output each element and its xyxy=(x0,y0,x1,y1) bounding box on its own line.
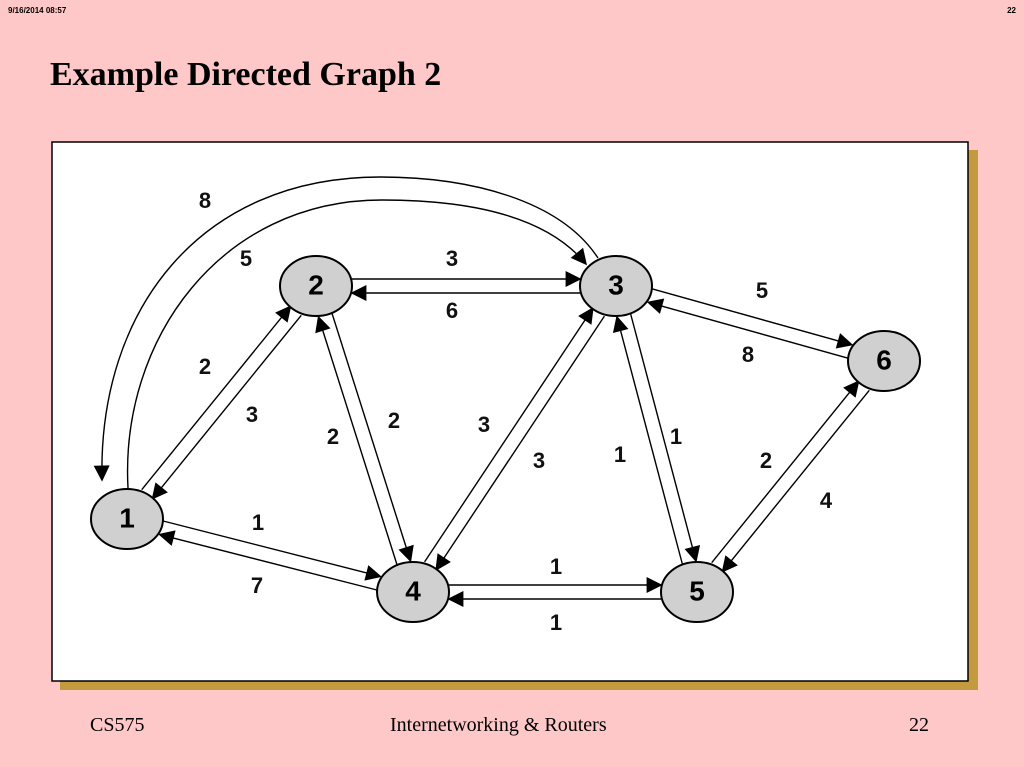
weight-label-3-to-1: 8 xyxy=(199,188,211,213)
weight-label-2-to-1: 3 xyxy=(246,402,258,427)
node-3-circle xyxy=(579,255,653,317)
weight-label-6-to-3: 8 xyxy=(742,342,754,367)
edge-5-to-6 xyxy=(711,380,860,564)
node-4-label: 4 xyxy=(405,575,421,606)
figure-frame xyxy=(51,141,969,682)
weight-label-5-to-4: 1 xyxy=(550,610,562,635)
edge-1-to-2 xyxy=(141,305,292,491)
node-1-circle xyxy=(90,488,164,550)
edge-3-to-6 xyxy=(651,288,854,349)
weight-label-1-to-4: 1 xyxy=(252,510,264,535)
node-5: 5 xyxy=(660,561,734,623)
slide-title: Example Directed Graph 2 xyxy=(50,56,442,93)
weight-label-4-to-3: 3 xyxy=(533,448,545,473)
edge-1-to-3 xyxy=(126,199,588,489)
footer-topic: Internetworking & Routers xyxy=(390,714,607,736)
edge-4-to-1 xyxy=(158,530,378,591)
weight-label-6-to-5: 4 xyxy=(820,488,833,513)
weight-label-2-to-3: 3 xyxy=(446,246,458,271)
footer-slide-number: 22 xyxy=(909,714,929,736)
node-6: 6 xyxy=(847,330,921,392)
edge-3-to-5 xyxy=(629,313,701,563)
weight-label-1-to-3: 5 xyxy=(240,246,252,271)
node-4-circle xyxy=(376,561,450,623)
header-date: 9/16/2014 08:57 xyxy=(8,6,67,15)
weight-label-4-to-2: 2 xyxy=(327,424,339,449)
header-page-number: 22 xyxy=(1007,6,1016,15)
edge-6-to-5 xyxy=(721,389,870,573)
weight-label-3-to-2: 6 xyxy=(446,298,458,323)
edge-2-to-1 xyxy=(151,314,302,500)
node-1-label: 1 xyxy=(119,502,135,533)
node-6-circle xyxy=(847,330,921,392)
node-2-label: 2 xyxy=(308,269,324,300)
node-4: 4 xyxy=(376,561,450,623)
node-6-label: 6 xyxy=(876,344,892,375)
node-2-circle xyxy=(279,255,353,317)
node-5-label: 5 xyxy=(689,575,705,606)
edge-6-to-3 xyxy=(646,298,849,359)
footer-course: CS575 xyxy=(90,714,145,736)
weight-label-1-to-2: 2 xyxy=(199,354,211,379)
weight-label-2-to-4: 2 xyxy=(388,408,400,433)
weight-label-5-to-6: 2 xyxy=(760,448,772,473)
weight-label-3-to-6: 5 xyxy=(756,278,768,303)
node-1: 1 xyxy=(90,488,164,550)
node-3: 3 xyxy=(579,255,653,317)
edge-4-to-3 xyxy=(424,307,594,563)
edge-1-to-4 xyxy=(162,520,382,581)
node-2: 2 xyxy=(279,255,353,317)
weight-label-3-to-5: 1 xyxy=(670,424,682,449)
edge-5-to-3 xyxy=(612,315,684,565)
weight-label-5-to-3: 1 xyxy=(614,442,626,467)
weight-label-4-to-5: 1 xyxy=(550,554,562,579)
weight-label-3-to-4: 3 xyxy=(478,412,490,437)
node-5-circle xyxy=(660,561,734,623)
edge-4-to-2 xyxy=(315,315,398,566)
node-3-label: 3 xyxy=(608,269,624,300)
edge-3-to-1 xyxy=(93,176,599,482)
weight-label-4-to-1: 7 xyxy=(251,573,263,598)
edge-2-to-4 xyxy=(331,312,414,563)
edge-3-to-4 xyxy=(435,315,605,571)
